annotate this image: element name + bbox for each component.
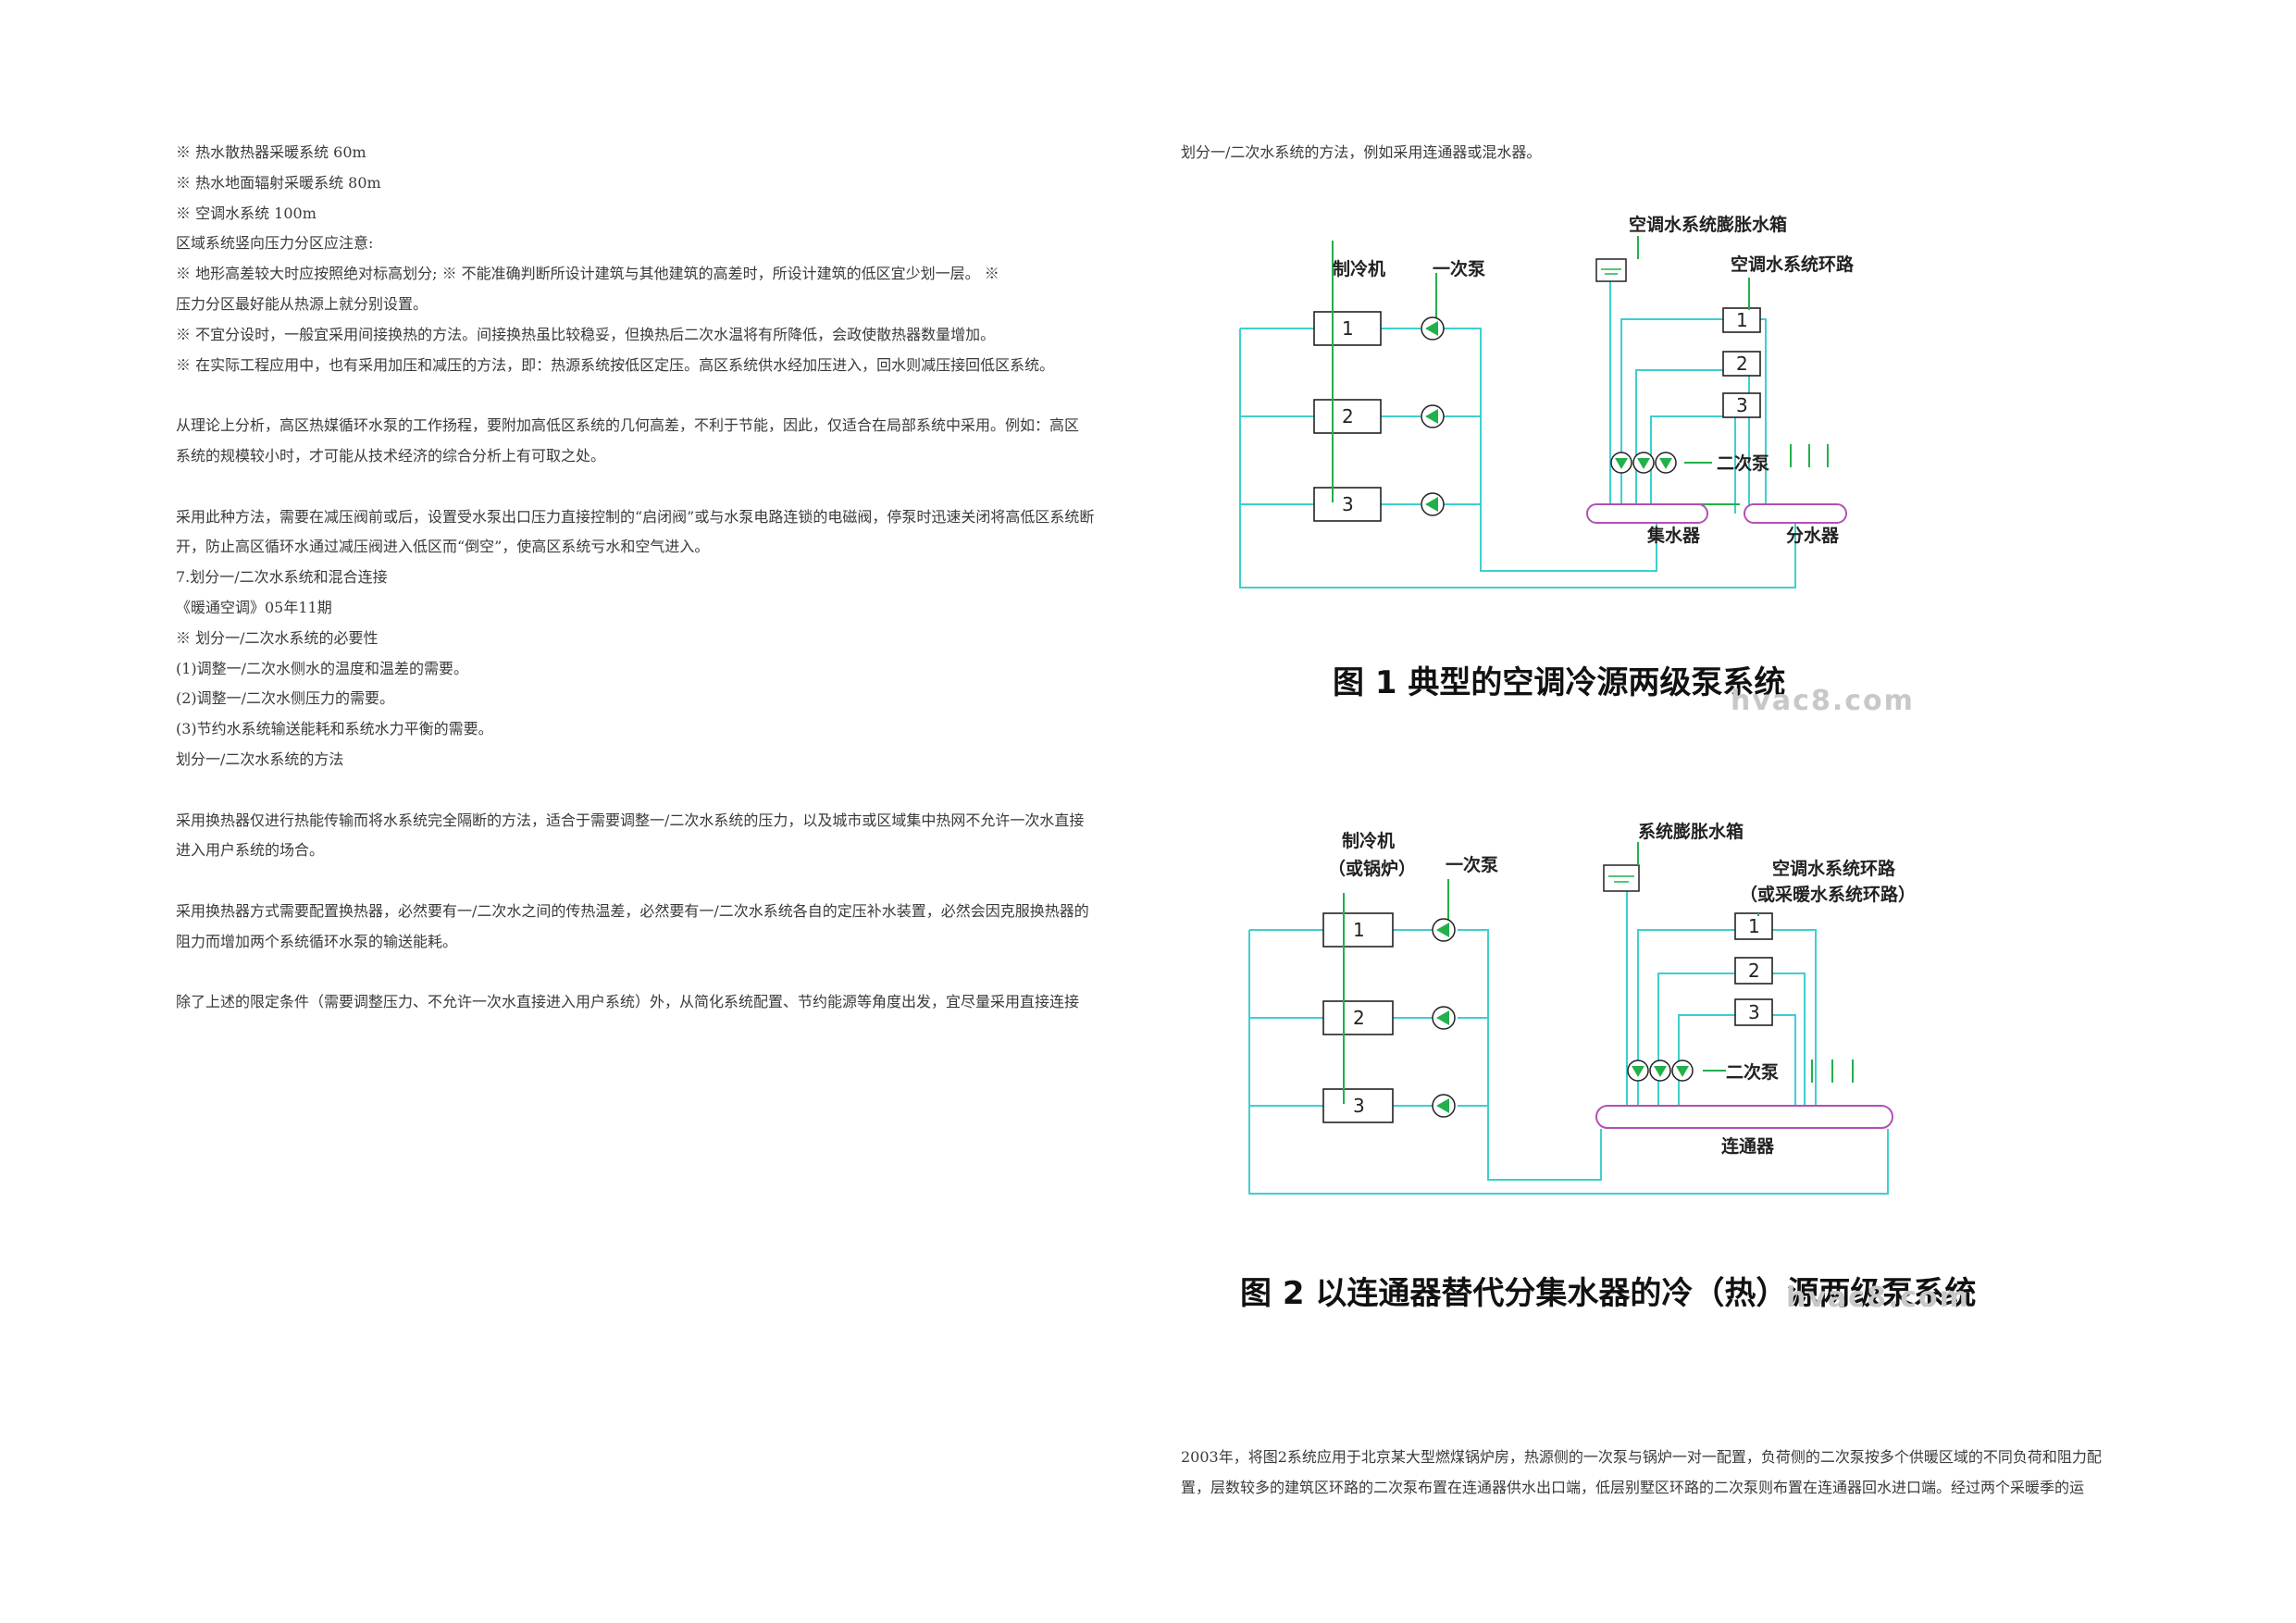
figure-2-watermark: hvac8.com <box>1786 1282 1970 1314</box>
chiller-number-1: 1 <box>1353 919 1365 941</box>
chiller-number-3: 3 <box>1342 493 1354 515</box>
distributor-label: 分水器 <box>1786 526 1840 546</box>
expansion-tank-label: 空调水系统膨胀水箱 <box>1629 214 1787 235</box>
figure-2-caption: 图 2 以连通器替代分集水器的冷（热）源两级泵系统 <box>1240 1275 1977 1312</box>
loop-number-1: 1 <box>1736 309 1748 331</box>
chiller-number-2: 2 <box>1353 1007 1365 1029</box>
left-text-line: 除了上述的限定条件（需要调整压力、不允许一次水直接进入用户系统）外，从简化系统配… <box>176 993 1080 1011</box>
left-text-line: 划分一/二次水系统的方法 <box>176 750 344 768</box>
left-text-line: 采用换热器仅进行热能传输而将水系统完全隔断的方法，适合于需要调整一/二次水系统的… <box>176 811 1085 829</box>
left-text-line: 进入用户系统的场合。 <box>176 841 325 860</box>
chiller-2 <box>1322 1000 1394 1035</box>
left-text-line: 系统的规模较小时，才可能从技术经济的综合分析上有可取之处。 <box>176 447 606 465</box>
loop-box-2 <box>1722 351 1761 377</box>
left-text-line: 区域系统竖向压力分区应注意: <box>176 234 374 253</box>
loop-sub-label: （或采暖水系统环路） <box>1740 884 1916 905</box>
loop-number-1: 1 <box>1748 915 1760 937</box>
figure-2-diagram: 1 2 3 1 2 3 制冷机 （或锅炉） 一次泵 系统膨胀水箱 空调水系统环路… <box>1248 821 1916 1195</box>
collector-label: 集水器 <box>1646 525 1701 546</box>
chiller-number-1: 1 <box>1342 317 1354 340</box>
right-intro-line: 划分一/二次水系统的方法，例如采用连通器或混水器。 <box>1181 143 1542 161</box>
chiller-1 <box>1313 311 1382 346</box>
chiller-number-2: 2 <box>1342 405 1354 427</box>
left-text-line: ※ 空调水系统 100m <box>176 204 316 222</box>
expansion-tank <box>1603 864 1640 892</box>
chiller-number-3: 3 <box>1353 1095 1365 1117</box>
left-text-line: ※ 热水地面辐射采暖系统 80m <box>176 173 381 192</box>
loop-box-3 <box>1722 392 1761 418</box>
chiller-3 <box>1313 487 1382 522</box>
chiller-sub-label: （或锅炉） <box>1328 858 1416 879</box>
left-text-line: (1)调整一/二次水侧水的温度和温差的需要。 <box>176 659 469 677</box>
left-text-line: 压力分区最好能从热源上就分别设置。 <box>176 295 428 313</box>
loop-number-3: 3 <box>1748 1001 1760 1023</box>
left-text-line: 采用此种方法，需要在减压阀前或后，设置受水泵出口压力直接控制的“启闭阀”或与水泵… <box>176 507 1095 526</box>
chiller-2 <box>1313 399 1382 434</box>
loop-box-2 <box>1734 957 1773 985</box>
left-text-line: ※ 划分一/二次水系统的必要性 <box>176 628 379 647</box>
loop-label: 空调水系统环路 <box>1772 858 1896 879</box>
left-text-line: 《暖通空调》05年11期 <box>176 599 332 616</box>
expansion-tank-label: 系统膨胀水箱 <box>1638 821 1744 842</box>
left-text-line: (2)调整一/二次水侧压力的需要。 <box>176 689 395 708</box>
left-text-line: ※ 在实际工程应用中，也有采用加压和减压的方法，即：热源系统按低区定压。高区系统… <box>176 355 1055 374</box>
left-text-line: 采用换热器方式需要配置换热器，必然要有一/二次水之间的传热温差，必然要有一/二次… <box>176 902 1089 920</box>
loop-box-1 <box>1722 307 1761 333</box>
left-text-line: ※ 不宜分设时，一般宜采用间接换热的方法。间接换热虽比较稳妥，但换热后二次水温将… <box>176 325 996 343</box>
chiller-label: 制冷机 <box>1342 830 1395 851</box>
loop-box-1 <box>1734 912 1773 940</box>
loop-box-3 <box>1734 998 1773 1026</box>
left-text-line: ※ 地形高差较大时应按照绝对标高划分; ※ 不能准确判断所设计建筑与其他建筑的高… <box>176 265 999 283</box>
primary-pump-label: 一次泵 <box>1446 854 1498 875</box>
loop-number-2: 2 <box>1748 960 1760 982</box>
loop-number-2: 2 <box>1736 353 1748 375</box>
connector-label: 连通器 <box>1721 1135 1775 1157</box>
secondary-pump-label: 二次泵 <box>1717 452 1769 474</box>
chiller-1 <box>1322 912 1394 948</box>
right-bottom-line-2: 置，层数较多的建筑区环路的二次泵布置在连通器供水出口端，低层别墅区环路的二次泵则… <box>1181 1479 2085 1496</box>
left-text-line: ※ 热水散热器采暖系统 60m <box>176 143 366 161</box>
distributor-header <box>1744 503 1847 524</box>
figure-1-caption: 图 1 典型的空调冷源两级泵系统 <box>1333 664 1786 701</box>
left-text-line: 7.划分一/二次水系统和混合连接 <box>176 568 388 587</box>
figure-1-watermark: hvac8.com <box>1731 685 1915 717</box>
loop-label: 空调水系统环路 <box>1731 254 1855 275</box>
figure-1-diagram: 1 2 3 1 2 3 制冷机 一次泵 空调水系统膨胀水箱 空调水系统环路 二次… <box>1239 214 1855 588</box>
secondary-pump-label: 二次泵 <box>1726 1061 1779 1083</box>
chiller-3 <box>1322 1088 1394 1123</box>
right-bottom-line-1: 2003年，将图2系统应用于北京某大型燃煤锅炉房，热源侧的一次泵与锅炉一对一配置… <box>1181 1448 2102 1466</box>
primary-pump-label: 一次泵 <box>1433 258 1485 279</box>
left-text-line: 阻力而增加两个系统循环水泵的输送能耗。 <box>176 932 458 950</box>
collector-header <box>1586 503 1708 524</box>
left-text-line: (3)节约水系统输送能耗和系统水力平衡的需要。 <box>176 720 493 738</box>
loop-number-3: 3 <box>1736 394 1748 416</box>
left-text-line: 从理论上分析，高区热媒循环水泵的工作扬程，要附加高低区系统的几何高差，不利于节能… <box>176 416 1080 435</box>
expansion-tank <box>1595 258 1627 282</box>
chiller-label: 制冷机 <box>1333 258 1385 279</box>
left-text-line: 开，防止高区循环水通过减压阀进入低区而“倒空”，使高区系统亏水和空气进入。 <box>176 538 710 556</box>
connector-header <box>1595 1105 1893 1129</box>
